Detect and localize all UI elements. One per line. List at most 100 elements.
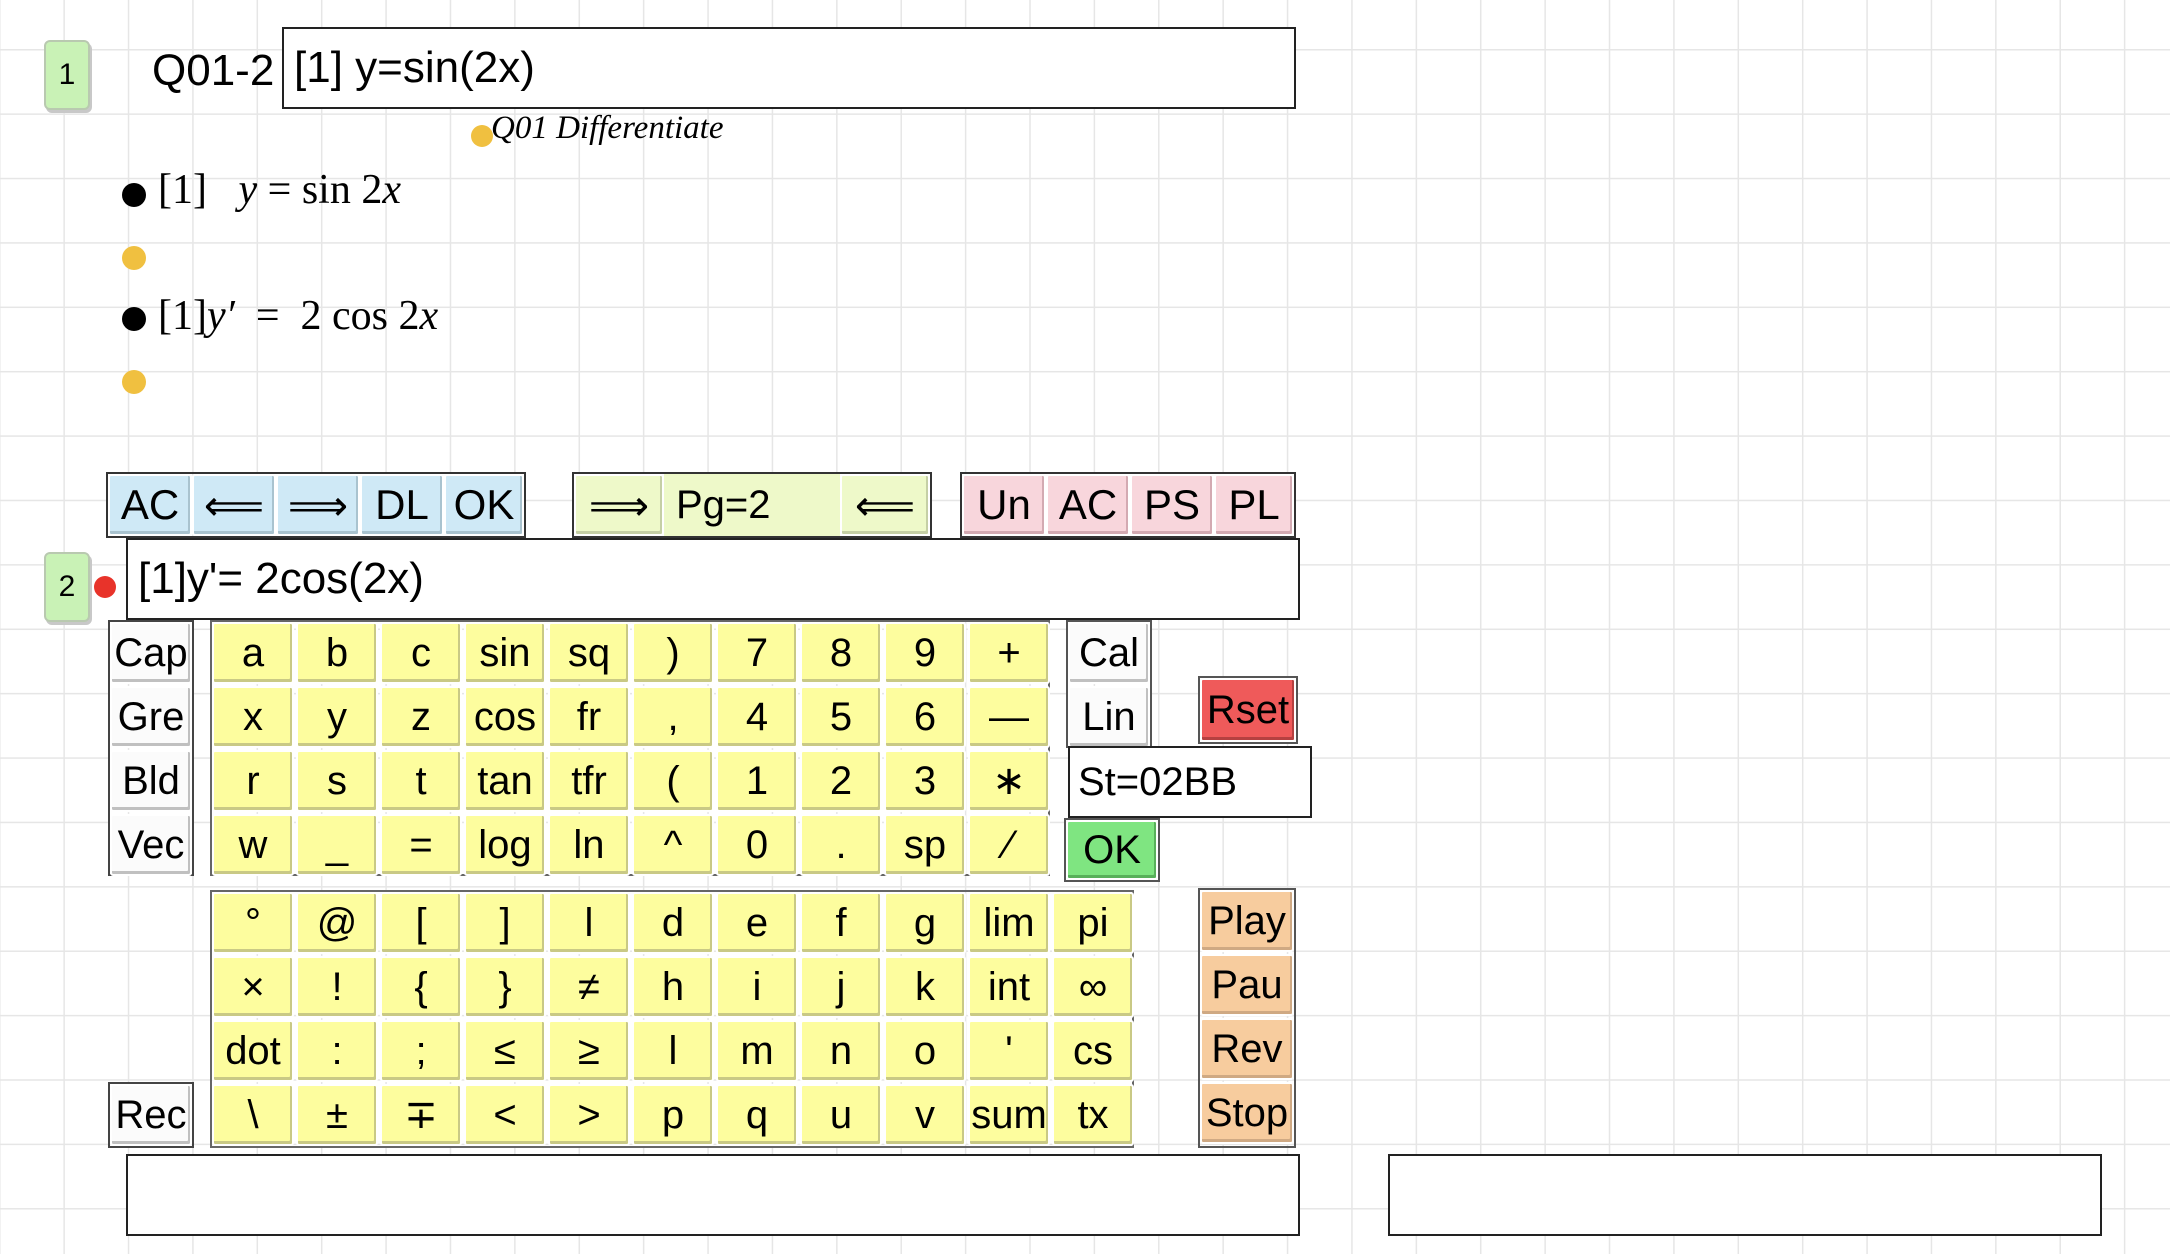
top-key-0-7[interactable]: 8 <box>800 622 882 684</box>
top-key-0-2[interactable]: c <box>380 622 462 684</box>
page-prev-button[interactable]: ⟸ <box>840 474 930 536</box>
top-key-0-5[interactable]: ) <box>632 622 714 684</box>
caps-key[interactable]: Cap <box>110 622 192 684</box>
record-key[interactable]: Rec <box>110 1084 192 1146</box>
reset-button[interactable]: Rset <box>1200 678 1296 742</box>
bottom-key-3-2[interactable]: ∓ <box>380 1084 462 1146</box>
clear-all-button[interactable]: AC <box>1046 474 1130 536</box>
pause-button[interactable]: Pau <box>1200 954 1294 1016</box>
top-key-0-6[interactable]: 7 <box>716 622 798 684</box>
cursor-left-button[interactable]: ⟸ <box>192 474 276 536</box>
top-key-3-5[interactable]: ^ <box>632 814 714 876</box>
bottom-key-2-5[interactable]: l <box>632 1020 714 1082</box>
bottom-key-2-3[interactable]: ≤ <box>464 1020 546 1082</box>
top-key-1-4[interactable]: fr <box>548 686 630 748</box>
top-key-1-0[interactable]: x <box>212 686 294 748</box>
bottom-key-3-0[interactable]: \ <box>212 1084 294 1146</box>
cell-number-2[interactable]: 2 <box>44 552 90 622</box>
ps-button[interactable]: PS <box>1130 474 1214 536</box>
top-key-1-2[interactable]: z <box>380 686 462 748</box>
bold-key[interactable]: Bld <box>110 750 192 812</box>
top-key-1-5[interactable]: , <box>632 686 714 748</box>
bottom-key-2-1[interactable]: : <box>296 1020 378 1082</box>
bottom-key-0-6[interactable]: e <box>716 892 798 954</box>
bottom-key-1-10[interactable]: ∞ <box>1052 956 1134 1018</box>
bottom-key-3-4[interactable]: > <box>548 1084 630 1146</box>
top-key-3-6[interactable]: 0 <box>716 814 798 876</box>
bottom-key-1-8[interactable]: k <box>884 956 966 1018</box>
top-key-3-7[interactable]: . <box>800 814 882 876</box>
top-key-0-3[interactable]: sin <box>464 622 546 684</box>
cell1-input[interactable]: [1] y=sin(2x) <box>282 27 1296 109</box>
top-key-1-6[interactable]: 4 <box>716 686 798 748</box>
top-key-0-4[interactable]: sq <box>548 622 630 684</box>
bottom-key-0-3[interactable]: ] <box>464 892 546 954</box>
play-button[interactable]: Play <box>1200 890 1294 952</box>
bottom-key-1-2[interactable]: { <box>380 956 462 1018</box>
top-key-2-7[interactable]: 2 <box>800 750 882 812</box>
top-key-3-2[interactable]: = <box>380 814 462 876</box>
top-key-2-9[interactable]: ∗ <box>968 750 1050 812</box>
page-next-button[interactable]: ⟹ <box>574 474 664 536</box>
bottom-key-0-5[interactable]: d <box>632 892 714 954</box>
output-box-right[interactable] <box>1388 1154 2102 1236</box>
bottom-key-2-8[interactable]: o <box>884 1020 966 1082</box>
bottom-key-3-5[interactable]: p <box>632 1084 714 1146</box>
top-key-1-3[interactable]: cos <box>464 686 546 748</box>
top-key-1-9[interactable]: — <box>968 686 1050 748</box>
top-key-0-0[interactable]: a <box>212 622 294 684</box>
top-key-3-3[interactable]: log <box>464 814 546 876</box>
pl-button[interactable]: PL <box>1214 474 1294 536</box>
bottom-key-3-3[interactable]: < <box>464 1084 546 1146</box>
bottom-key-1-7[interactable]: j <box>800 956 882 1018</box>
bottom-key-2-9[interactable]: ' <box>968 1020 1050 1082</box>
cell-number-1[interactable]: 1 <box>44 40 90 110</box>
bottom-key-0-2[interactable]: [ <box>380 892 462 954</box>
bottom-key-2-7[interactable]: n <box>800 1020 882 1082</box>
bottom-key-2-2[interactable]: ; <box>380 1020 462 1082</box>
top-key-1-7[interactable]: 5 <box>800 686 882 748</box>
top-key-2-5[interactable]: ( <box>632 750 714 812</box>
ok-button[interactable]: OK <box>1066 820 1158 880</box>
top-key-0-9[interactable]: + <box>968 622 1050 684</box>
bottom-key-3-6[interactable]: q <box>716 1084 798 1146</box>
bottom-key-0-4[interactable]: l <box>548 892 630 954</box>
bottom-key-2-4[interactable]: ≥ <box>548 1020 630 1082</box>
top-key-1-1[interactable]: y <box>296 686 378 748</box>
bottom-key-3-1[interactable]: ± <box>296 1084 378 1146</box>
bottom-key-1-9[interactable]: int <box>968 956 1050 1018</box>
bottom-key-3-8[interactable]: v <box>884 1084 966 1146</box>
top-key-2-2[interactable]: t <box>380 750 462 812</box>
ac-button[interactable]: AC <box>108 474 192 536</box>
bottom-key-3-10[interactable]: tx <box>1052 1084 1134 1146</box>
top-key-0-1[interactable]: b <box>296 622 378 684</box>
rewind-button[interactable]: Rev <box>1200 1018 1294 1080</box>
top-key-2-4[interactable]: tfr <box>548 750 630 812</box>
undo-button[interactable]: Un <box>962 474 1046 536</box>
bottom-key-1-6[interactable]: i <box>716 956 798 1018</box>
cursor-right-button[interactable]: ⟹ <box>276 474 360 536</box>
top-key-3-9[interactable]: ∕ <box>968 814 1050 876</box>
cell2-input[interactable]: [1]y'= 2cos(2x) <box>126 538 1300 620</box>
bottom-key-2-10[interactable]: cs <box>1052 1020 1134 1082</box>
top-key-0-8[interactable]: 9 <box>884 622 966 684</box>
bottom-key-0-9[interactable]: lim <box>968 892 1050 954</box>
bottom-key-1-0[interactable]: × <box>212 956 294 1018</box>
top-key-2-1[interactable]: s <box>296 750 378 812</box>
bottom-key-0-10[interactable]: pi <box>1052 892 1134 954</box>
bottom-key-2-0[interactable]: dot <box>212 1020 294 1082</box>
toolbar-ok-button[interactable]: OK <box>444 474 524 536</box>
bottom-key-3-7[interactable]: u <box>800 1084 882 1146</box>
bottom-key-1-4[interactable]: ≠ <box>548 956 630 1018</box>
top-key-3-1[interactable]: _ <box>296 814 378 876</box>
top-key-3-0[interactable]: w <box>212 814 294 876</box>
output-box-left[interactable] <box>126 1154 1300 1236</box>
top-key-2-0[interactable]: r <box>212 750 294 812</box>
top-key-3-8[interactable]: sp <box>884 814 966 876</box>
top-key-2-6[interactable]: 1 <box>716 750 798 812</box>
bottom-key-2-6[interactable]: m <box>716 1020 798 1082</box>
top-key-2-3[interactable]: tan <box>464 750 546 812</box>
bottom-key-0-7[interactable]: f <box>800 892 882 954</box>
bottom-key-0-8[interactable]: g <box>884 892 966 954</box>
bottom-key-3-9[interactable]: sum <box>968 1084 1050 1146</box>
